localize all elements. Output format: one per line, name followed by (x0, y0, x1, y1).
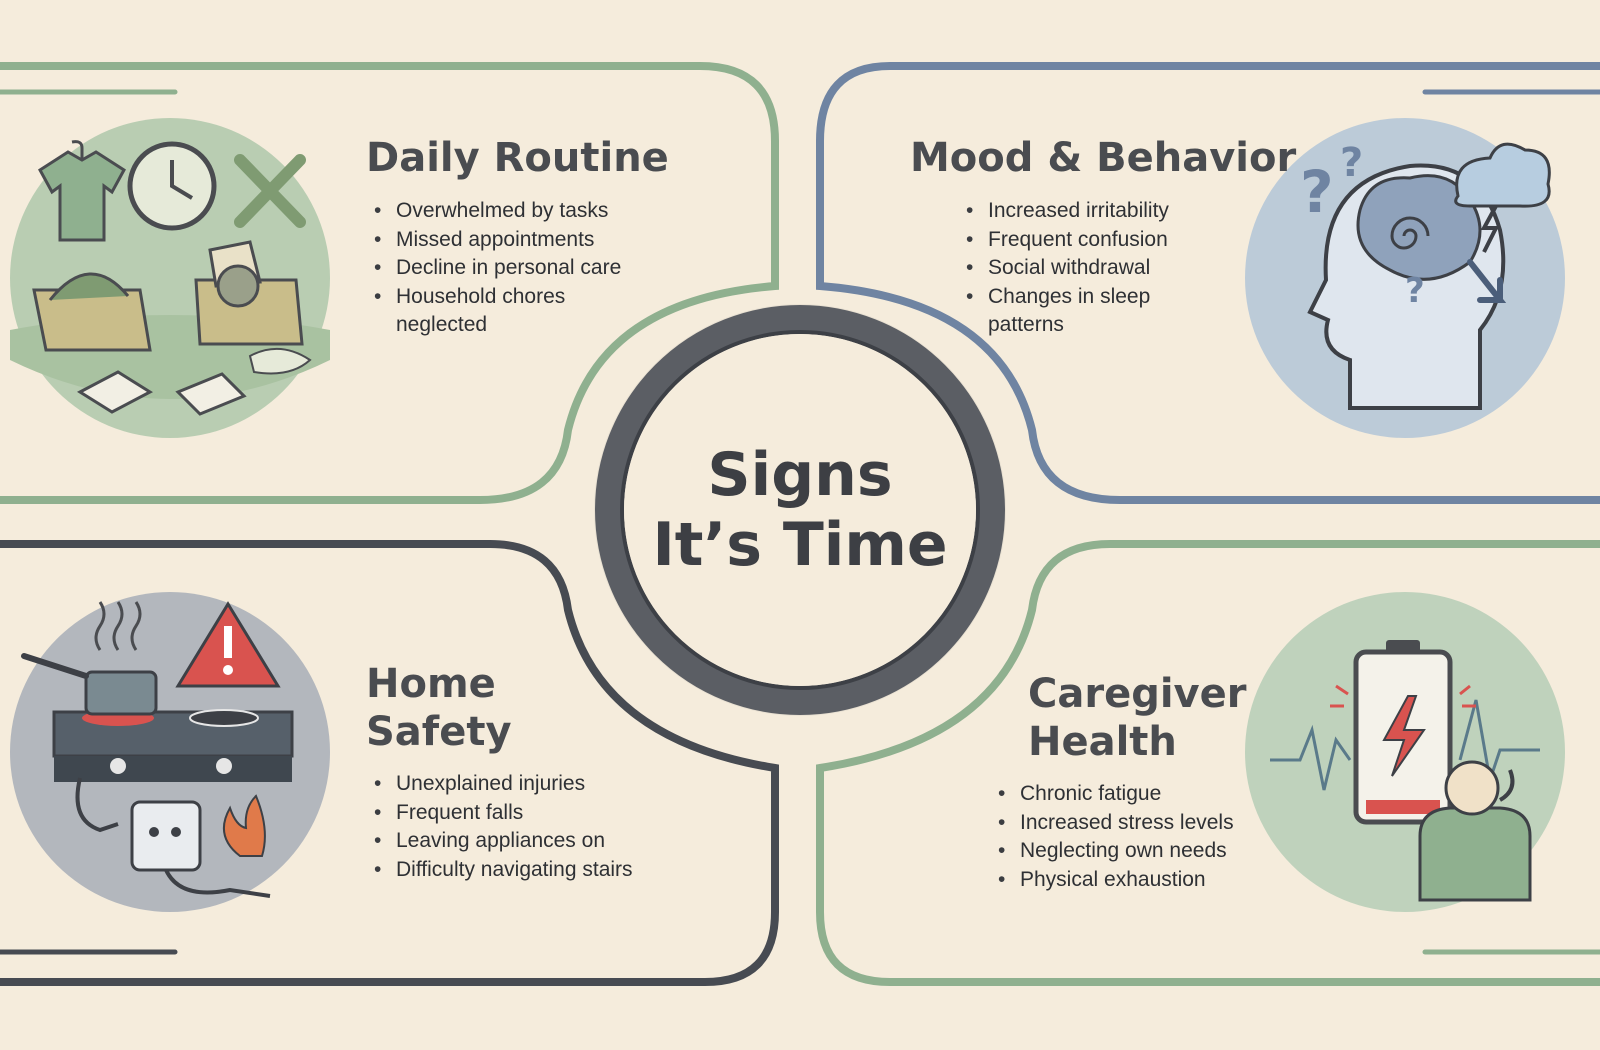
list-item: Physical exhaustion (998, 866, 1300, 895)
mood-behavior-title: Mood & Behavior (910, 135, 1297, 181)
mood-behavior-outline (816, 62, 1600, 504)
confused-head-icon: ? ? ? (1245, 118, 1565, 438)
home-safety-title: Home Safety (366, 661, 512, 755)
list-item: Overwhelmed by tasks (374, 197, 696, 226)
list-item: Decline in personal care (374, 254, 696, 283)
caregiver-health-title: Caregiver Health (1028, 671, 1247, 765)
daily-routine-outline (0, 62, 779, 504)
list-item: Frequent falls (374, 799, 716, 828)
daily-routine-title: Daily Routine (366, 135, 669, 181)
svg-text:?: ? (1340, 140, 1363, 186)
list-item: Unexplained injuries (374, 770, 716, 799)
stove-hazard-icon (10, 592, 330, 912)
list-item: Missed appointments (374, 226, 696, 255)
list-item: Increased irritability (966, 197, 1248, 226)
daily-routine-list: Overwhelmed by tasks Missed appointments… (374, 197, 696, 340)
list-item: Household chores neglected (374, 283, 596, 340)
list-item: Leaving appliances on (374, 827, 716, 856)
list-item: Changes in sleep patterns (966, 283, 1178, 340)
svg-text:?: ? (1300, 158, 1334, 226)
center-title-line-2: It’s Time (652, 510, 948, 580)
list-item: Social withdrawal (966, 254, 1248, 283)
low-battery-exhausted-icon (1245, 592, 1565, 912)
list-item: Increased stress levels (998, 809, 1300, 838)
center-title: Signs It’s Time (600, 440, 1000, 580)
svg-text:?: ? (1405, 271, 1425, 311)
caregiver-health-list: Chronic fatigue Increased stress levels … (998, 780, 1300, 894)
center-title-line-1: Signs (707, 440, 893, 510)
caregiver-health-outline (816, 540, 1600, 986)
center-ring (594, 304, 1006, 716)
mood-behavior-list: Increased irritability Frequent confusio… (966, 197, 1248, 340)
home-safety-list: Unexplained injuries Frequent falls Leav… (374, 770, 716, 884)
cluttered-room-icon (10, 118, 330, 438)
quadrant-outlines (0, 62, 1600, 986)
list-item: Chronic fatigue (998, 780, 1300, 809)
list-item: Difficulty navigating stairs (374, 856, 716, 885)
home-safety-outline (0, 540, 779, 986)
list-item: Neglecting own needs (998, 837, 1300, 866)
list-item: Frequent confusion (966, 226, 1248, 255)
